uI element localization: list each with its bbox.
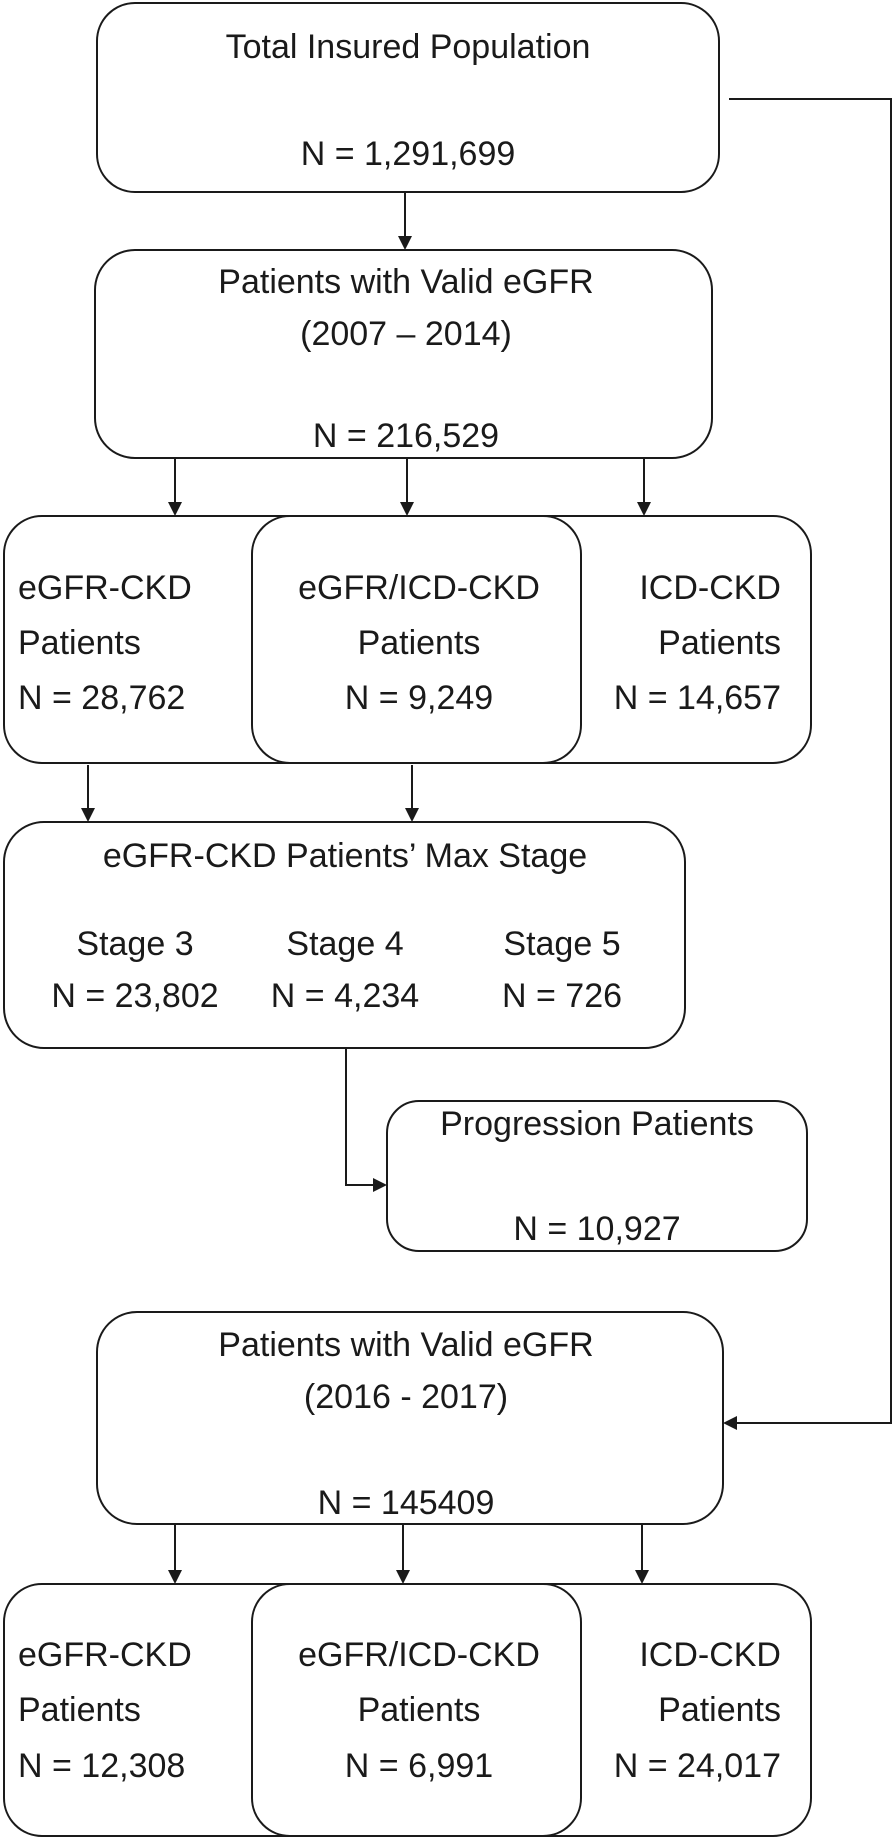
egfr-icd-ckd-label: eGFR/ICD-CKD	[298, 1636, 540, 1674]
egfr-icd-ckd-patients: Patients	[358, 624, 481, 662]
egfr-ckd-count: N = 28,762	[18, 679, 185, 717]
egfr-icd-ckd-label: eGFR/ICD-CKD	[298, 569, 540, 607]
box-egfr-icd-ckd-1	[251, 515, 582, 764]
stage-title: eGFR-CKD Patients’ Max Stage	[103, 837, 587, 875]
arrowhead	[635, 1570, 649, 1584]
stage-3-count: N = 23,802	[51, 977, 218, 1015]
egfr-ckd-label: eGFR-CKD	[18, 1636, 192, 1674]
progression-title: Progression Patients	[440, 1105, 754, 1143]
icd-ckd-patients: Patients	[658, 624, 781, 662]
box-count: N = 216,529	[313, 417, 499, 455]
arrowhead	[168, 502, 182, 516]
stage-5-label: Stage 5	[503, 925, 620, 963]
egfr-icd-ckd-patients: Patients	[358, 1691, 481, 1729]
row2-labels: eGFR-CKD Patients N = 12,308 eGFR/ICD-CK…	[18, 1636, 781, 1785]
progression-count: N = 10,927	[513, 1210, 680, 1248]
egfr-icd-ckd-count: N = 9,249	[345, 679, 493, 717]
icd-ckd-label: ICD-CKD	[639, 1636, 781, 1674]
connector-total-to-valid2	[729, 98, 892, 1424]
arrowhead	[396, 1570, 410, 1584]
egfr-ckd-label: eGFR-CKD	[18, 569, 192, 607]
arrowhead	[723, 1416, 737, 1430]
box-valid-egfr-2016-2017: Patients with Valid eGFR (2016 - 2017) N…	[96, 1311, 724, 1525]
stage-4-count: N = 4,234	[271, 977, 419, 1015]
egfr-icd-ckd-count: N = 6,991	[345, 1747, 493, 1785]
connector-stage-to-progression	[345, 1048, 373, 1186]
box-title: Total Insured Population	[226, 28, 591, 66]
arrowhead	[168, 1570, 182, 1584]
stage-5-count: N = 726	[502, 977, 622, 1015]
box-title: Patients with Valid eGFR	[218, 263, 593, 301]
egfr-ckd-patients: Patients	[18, 624, 141, 662]
box-total-insured: Total Insured Population N = 1,291,699	[96, 2, 720, 193]
box-progression: Progression Patients N = 10,927	[386, 1100, 808, 1252]
connectors	[81, 98, 892, 1584]
arrowhead	[398, 236, 412, 250]
box-count: N = 1,291,699	[301, 135, 516, 173]
stage-3-label: Stage 3	[76, 925, 193, 963]
egfr-ckd-patients: Patients	[18, 1691, 141, 1729]
box-valid-egfr-2007-2014: Patients with Valid eGFR (2007 – 2014) N…	[94, 249, 713, 459]
icd-ckd-count: N = 24,017	[614, 1747, 781, 1785]
row1-labels: eGFR-CKD Patients N = 28,762 eGFR/ICD-CK…	[18, 569, 781, 717]
box-max-stage: eGFR-CKD Patients’ Max Stage Stage 3 N =…	[3, 821, 686, 1049]
icd-ckd-label: ICD-CKD	[639, 569, 781, 607]
box-period: (2007 – 2014)	[300, 315, 512, 353]
box-period: (2016 - 2017)	[304, 1378, 508, 1416]
arrowhead	[637, 502, 651, 516]
arrowhead	[81, 808, 95, 822]
box-count: N = 145409	[318, 1484, 495, 1522]
box-egfr-icd-ckd-2	[251, 1583, 582, 1837]
egfr-ckd-count: N = 12,308	[18, 1747, 185, 1785]
icd-ckd-count: N = 14,657	[614, 679, 781, 717]
icd-ckd-patients: Patients	[658, 1691, 781, 1729]
box-title: Patients with Valid eGFR	[218, 1326, 593, 1364]
arrowhead	[400, 502, 414, 516]
stage-4-label: Stage 4	[286, 925, 403, 963]
arrowhead	[405, 808, 419, 822]
arrowhead	[373, 1178, 387, 1192]
